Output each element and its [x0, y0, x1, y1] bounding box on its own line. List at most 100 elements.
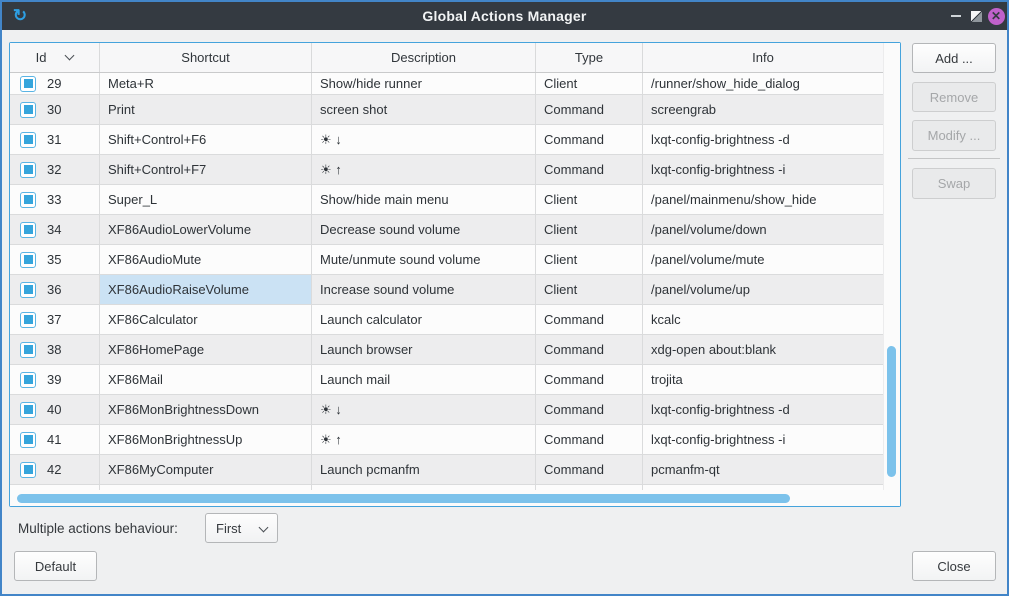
row-checkbox[interactable]	[20, 461, 36, 478]
cell-shortcut[interactable]: Shift+Control+F6	[100, 125, 312, 155]
cell-description[interactable]: Launch pcmanfm	[312, 455, 536, 485]
horizontal-scrollbar-thumb[interactable]	[17, 494, 790, 503]
cell-type[interactable]: Command	[536, 425, 643, 455]
cell-info[interactable]: /panel/volume/up	[643, 275, 883, 305]
cell-shortcut[interactable]: Shift+Control+F7	[100, 155, 312, 185]
cell-type[interactable]: Command	[536, 395, 643, 425]
row-checkbox[interactable]	[20, 251, 36, 268]
minimize-button[interactable]	[946, 2, 966, 30]
column-header-shortcut[interactable]: Shortcut	[100, 43, 312, 72]
table-row-partial[interactable]	[10, 485, 883, 491]
column-header-info[interactable]: Info	[643, 43, 883, 72]
vertical-scrollbar-thumb[interactable]	[887, 346, 896, 477]
table-row[interactable]: 40 XF86MonBrightnessDown ☀ ↓ Command lxq…	[10, 395, 883, 425]
cell-info[interactable]: /panel/volume/mute	[643, 245, 883, 275]
cell-description[interactable]: Show/hide main menu	[312, 185, 536, 215]
cell-info[interactable]: lxqt-config-brightness -i	[643, 425, 883, 455]
cell-description[interactable]: Mute/unmute sound volume	[312, 245, 536, 275]
table-row[interactable]: 36 XF86AudioRaiseVolume Increase sound v…	[10, 275, 883, 305]
row-checkbox[interactable]	[20, 131, 36, 148]
cell-description[interactable]: Launch calculator	[312, 305, 536, 335]
table-row[interactable]: 42 XF86MyComputer Launch pcmanfm Command…	[10, 455, 883, 485]
cell-description[interactable]: screen shot	[312, 95, 536, 125]
cell-shortcut[interactable]: Super_L	[100, 185, 312, 215]
cell-shortcut[interactable]: XF86AudioMute	[100, 245, 312, 275]
cell-info[interactable]: screengrab	[643, 95, 883, 125]
cell-type[interactable]: Client	[536, 73, 643, 95]
row-checkbox[interactable]	[20, 341, 36, 358]
cell-description[interactable]: ☀ ↑	[312, 155, 536, 185]
cell-shortcut[interactable]: XF86Mail	[100, 365, 312, 395]
cell-shortcut[interactable]: Print	[100, 95, 312, 125]
cell-info[interactable]: lxqt-config-brightness -i	[643, 155, 883, 185]
cell-type[interactable]: Command	[536, 335, 643, 365]
cell-type[interactable]: Command	[536, 125, 643, 155]
swap-button[interactable]: Swap	[912, 168, 996, 199]
cell-shortcut[interactable]: XF86AudioLowerVolume	[100, 215, 312, 245]
cell-type[interactable]: Command	[536, 455, 643, 485]
horizontal-scrollbar[interactable]	[10, 490, 900, 506]
row-checkbox[interactable]	[20, 311, 36, 328]
column-header-type[interactable]: Type	[536, 43, 643, 72]
cell-shortcut[interactable]: XF86AudioRaiseVolume	[100, 275, 312, 305]
cell-shortcut[interactable]: XF86MyComputer	[100, 455, 312, 485]
cell-description[interactable]: Show/hide runner	[312, 73, 536, 95]
cell-shortcut[interactable]: XF86Calculator	[100, 305, 312, 335]
table-row[interactable]: 38 XF86HomePage Launch browser Command x…	[10, 335, 883, 365]
cell-type[interactable]: Client	[536, 185, 643, 215]
cell-info[interactable]: trojita	[643, 365, 883, 395]
cell-info[interactable]: /panel/volume/down	[643, 215, 883, 245]
table-row[interactable]: 33 Super_L Show/hide main menu Client /p…	[10, 185, 883, 215]
row-checkbox[interactable]	[20, 191, 36, 208]
cell-description[interactable]: Decrease sound volume	[312, 215, 536, 245]
vertical-scrollbar[interactable]	[883, 43, 900, 491]
table-row[interactable]: 37 XF86Calculator Launch calculator Comm…	[10, 305, 883, 335]
row-checkbox[interactable]	[20, 221, 36, 238]
modify-button[interactable]: Modify ...	[912, 120, 996, 151]
row-checkbox[interactable]	[20, 371, 36, 388]
cell-shortcut[interactable]	[100, 485, 312, 491]
cell-type[interactable]	[536, 485, 643, 491]
table-row[interactable]: 39 XF86Mail Launch mail Command trojita	[10, 365, 883, 395]
cell-description[interactable]: ☀ ↓	[312, 125, 536, 155]
default-button[interactable]: Default	[14, 551, 97, 581]
cell-info[interactable]: kcalc	[643, 305, 883, 335]
row-checkbox[interactable]	[20, 281, 36, 298]
cell-type[interactable]: Client	[536, 275, 643, 305]
table-row[interactable]: 41 XF86MonBrightnessUp ☀ ↑ Command lxqt-…	[10, 425, 883, 455]
cell-info[interactable]: lxqt-config-brightness -d	[643, 395, 883, 425]
row-checkbox[interactable]	[20, 401, 36, 418]
cell-description[interactable]	[312, 485, 536, 491]
cell-type[interactable]: Command	[536, 95, 643, 125]
cell-description[interactable]: ☀ ↑	[312, 425, 536, 455]
cell-type[interactable]: Command	[536, 155, 643, 185]
column-header-description[interactable]: Description	[312, 43, 536, 72]
cell-description[interactable]: Launch browser	[312, 335, 536, 365]
remove-button[interactable]: Remove	[912, 82, 996, 112]
close-button[interactable]: Close	[912, 551, 996, 581]
cell-info[interactable]: /runner/show_hide_dialog	[643, 73, 883, 95]
cell-shortcut[interactable]: XF86MonBrightnessDown	[100, 395, 312, 425]
cell-type[interactable]: Client	[536, 215, 643, 245]
cell-shortcut[interactable]: XF86HomePage	[100, 335, 312, 365]
cell-type[interactable]: Command	[536, 305, 643, 335]
restore-button[interactable]	[966, 2, 986, 30]
cell-shortcut[interactable]: XF86MonBrightnessUp	[100, 425, 312, 455]
cell-shortcut[interactable]: Meta+R	[100, 73, 312, 95]
table-row[interactable]: 30 Print screen shot Command screengrab	[10, 95, 883, 125]
table-row[interactable]: 35 XF86AudioMute Mute/unmute sound volum…	[10, 245, 883, 275]
row-checkbox[interactable]	[20, 75, 36, 92]
cell-info[interactable]: xdg-open about:blank	[643, 335, 883, 365]
cell-description[interactable]: Launch mail	[312, 365, 536, 395]
add-button[interactable]: Add ...	[912, 43, 996, 73]
cell-info[interactable]: /panel/mainmenu/show_hide	[643, 185, 883, 215]
behaviour-select[interactable]: First	[205, 513, 278, 543]
table-row[interactable]: 32 Shift+Control+F7 ☀ ↑ Command lxqt-con…	[10, 155, 883, 185]
close-window-button[interactable]: ✕	[984, 2, 1007, 30]
row-checkbox[interactable]	[20, 101, 36, 118]
row-checkbox[interactable]	[20, 431, 36, 448]
cell-info[interactable]: pcmanfm-qt	[643, 455, 883, 485]
column-header-id[interactable]: Id	[10, 43, 100, 72]
table-row[interactable]: 31 Shift+Control+F6 ☀ ↓ Command lxqt-con…	[10, 125, 883, 155]
cell-description[interactable]: Increase sound volume	[312, 275, 536, 305]
